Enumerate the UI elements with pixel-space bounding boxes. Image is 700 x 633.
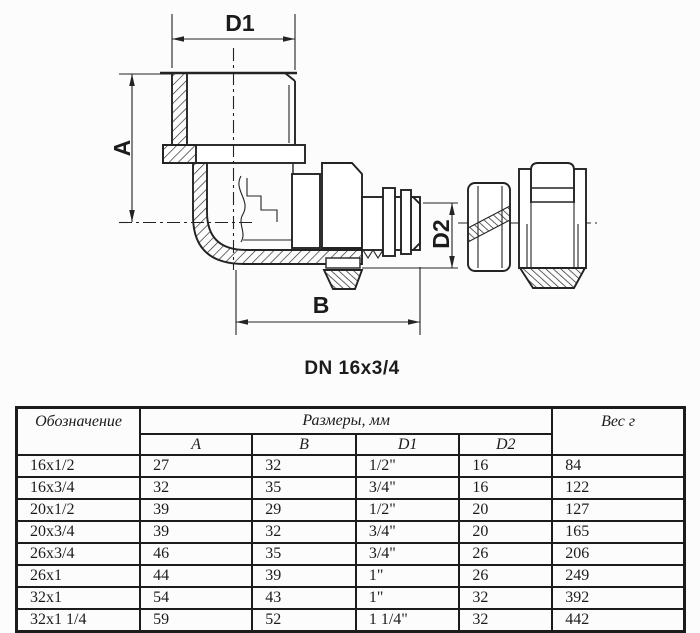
compression-ring: [467, 182, 511, 272]
table-cell-b: 43: [251, 586, 357, 610]
table-cell-b: 52: [251, 608, 357, 633]
table-cell-a: 32: [139, 476, 254, 500]
table-cell-d1: 1/2": [354, 454, 461, 478]
col-header-d1: D1: [354, 433, 461, 456]
table-cell-b: 32: [251, 454, 357, 478]
col-header-a: A: [139, 433, 254, 456]
socket-left-wall: [171, 72, 188, 146]
table-cell-weight: 249: [551, 564, 686, 588]
table-cell-d1: 1": [354, 564, 461, 588]
dim-label-b: B: [313, 292, 330, 318]
table-cell-designation: 16x1/2: [15, 454, 142, 478]
dimension-d2: D2: [362, 202, 458, 269]
elbow-wall-section: [192, 162, 363, 265]
table-cell-a: 27: [139, 454, 254, 478]
col-header-designation: Обозначение: [15, 406, 142, 456]
dim-label-d2: D2: [428, 219, 454, 248]
table-cell-designation: 16x3/4: [15, 476, 142, 500]
table-cell-weight: 84: [551, 454, 686, 478]
ring-split-band: [467, 205, 511, 243]
table-cell-weight: 392: [551, 586, 686, 610]
barb-rib: [400, 189, 412, 255]
table-cell-b: 35: [251, 476, 357, 500]
table-cell-a: 44: [139, 564, 254, 588]
table-cell-weight: 442: [551, 608, 686, 633]
table-cell-a: 39: [139, 498, 254, 522]
table-cell-b: 35: [251, 542, 357, 566]
lower-hex-section: [322, 269, 364, 290]
table-cell-d2: 16: [458, 476, 554, 500]
table-cell-weight: 206: [551, 542, 686, 566]
table-cell-d1: 3/4": [354, 520, 461, 544]
table-cell-d2: 16: [458, 454, 554, 478]
col-header-d2: D2: [458, 433, 554, 456]
table-cell-d1: 1/2": [354, 498, 461, 522]
table-cell-designation: 32x1: [15, 586, 142, 610]
male-step-block: [291, 173, 321, 249]
dim-label-d1: D1: [225, 10, 255, 36]
table-cell-designation: 20x1/2: [15, 498, 142, 522]
compression-nut: [518, 162, 587, 289]
table-cell-weight: 122: [551, 476, 686, 500]
table-cell-d2: 26: [458, 564, 554, 588]
table-cell-d1: 1": [354, 586, 461, 610]
dimension-a: A: [109, 74, 135, 222]
elbow-fitting-body: [119, 71, 421, 290]
dimensions-table: Обозначение Размеры, мм Вес г A B D1 D2 …: [15, 406, 686, 633]
table-cell-a: 46: [139, 542, 254, 566]
table-cell-designation: 26x3/4: [15, 542, 142, 566]
col-header-weight: Вес г: [551, 406, 686, 456]
table-cell-designation: 26x1: [15, 564, 142, 588]
table-cell-designation: 20x3/4: [15, 520, 142, 544]
table-cell-d2: 32: [458, 608, 554, 633]
table-cell-d2: 26: [458, 542, 554, 566]
table-cell-d2: 20: [458, 498, 554, 522]
nut-bottom-section: [518, 267, 587, 289]
drawing-caption: DN 16x3/4: [304, 358, 399, 379]
dimension-d1: D1: [171, 10, 296, 70]
table-cell-a: 59: [139, 608, 254, 633]
table-cell-d2: 20: [458, 520, 554, 544]
table-cell-b: 32: [251, 520, 357, 544]
fitting-drawing: D1 A B D2: [109, 10, 597, 379]
table-cell-d2: 32: [458, 586, 554, 610]
table-cell-d1: 1 1/4": [354, 608, 461, 633]
col-header-sizes-group: Размеры, мм: [139, 406, 554, 435]
table-cell-b: 29: [251, 498, 357, 522]
barb-rib: [382, 187, 396, 257]
table-cell-d1: 3/4": [354, 476, 461, 500]
table-cell-weight: 127: [551, 498, 686, 522]
table-cell-designation: 32x1 1/4: [15, 608, 142, 633]
table-cell-d1: 3/4": [354, 542, 461, 566]
table-cell-weight: 165: [551, 520, 686, 544]
table-cell-a: 39: [139, 520, 254, 544]
male-hex-block: [321, 162, 363, 249]
col-header-b: B: [251, 433, 357, 456]
table-cell-b: 39: [251, 564, 357, 588]
dim-label-a: A: [109, 140, 135, 157]
dimension-b: B: [235, 267, 421, 335]
table-cell-a: 54: [139, 586, 254, 610]
